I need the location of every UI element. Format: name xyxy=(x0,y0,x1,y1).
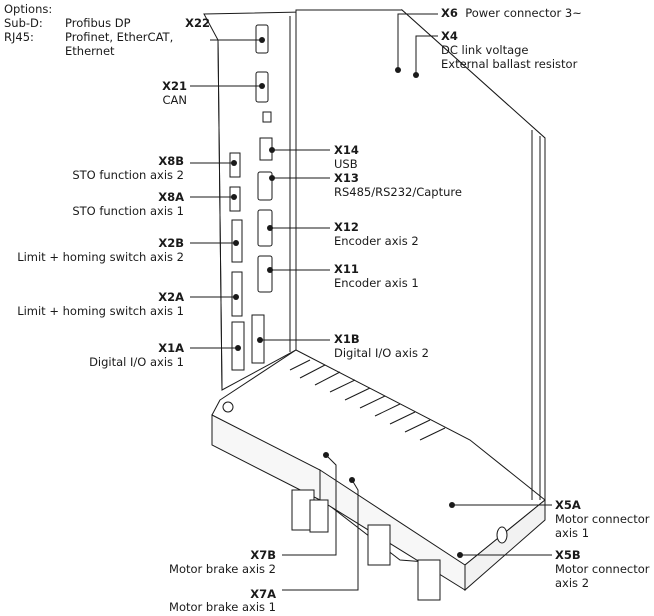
x5a-desc1: Motor connector xyxy=(555,512,650,526)
ground-screw xyxy=(222,401,234,413)
x14-code: X14 xyxy=(334,143,359,157)
x1b-code: X1B xyxy=(334,332,360,346)
x4-code: X4 xyxy=(441,29,458,43)
x1b-desc: Digital I/O axis 2 xyxy=(334,346,429,360)
options-subd-value: Profibus DP xyxy=(65,16,131,30)
x5b-desc2: axis 2 xyxy=(555,576,590,590)
options-rj45-line1: Profinet, EtherCAT, xyxy=(65,30,174,44)
options-rj45-line2: Ethernet xyxy=(65,44,115,58)
x12-desc: Encoder axis 2 xyxy=(334,234,419,248)
leader-dots xyxy=(231,37,463,558)
options-rj45-label: RJ45: xyxy=(4,30,34,44)
vent-slots xyxy=(289,359,446,441)
x12-code: X12 xyxy=(334,220,359,234)
x8a-desc: STO function axis 1 xyxy=(72,204,184,218)
x2b-desc: Limit + homing switch axis 2 xyxy=(17,250,184,264)
x11-desc: Encoder axis 1 xyxy=(334,276,419,290)
x21-desc: CAN xyxy=(162,93,188,107)
x6-code: X6 xyxy=(441,6,458,20)
x22-label: X22 xyxy=(185,17,210,30)
x5a-desc2: axis 1 xyxy=(555,526,590,540)
x8a-code: X8A xyxy=(158,190,184,204)
device-outline xyxy=(203,8,546,592)
x13-code: X13 xyxy=(334,171,359,185)
x5a-code: X5A xyxy=(555,498,581,512)
x8b-desc: STO function axis 2 xyxy=(72,168,184,182)
x2a-code: X2A xyxy=(158,290,184,304)
options-subd-label: Sub-D: xyxy=(4,16,43,30)
options-heading: Options: xyxy=(4,2,53,16)
x5b-desc1: Motor connector xyxy=(555,562,650,576)
x14-desc: USB xyxy=(334,157,358,171)
x7b-desc: Motor brake axis 2 xyxy=(169,562,276,576)
x4-desc2: External ballast resistor xyxy=(441,57,578,71)
x7a-desc: Motor brake axis 1 xyxy=(169,600,276,614)
x4-desc1: DC link voltage xyxy=(441,43,529,57)
x2b-code: X2B xyxy=(158,236,184,250)
x6-desc: Power connector 3~ xyxy=(465,6,582,20)
x11-code: X11 xyxy=(334,262,359,276)
x6-label: X6 Power connector 3~ xyxy=(441,7,582,20)
x7b-code: X7B xyxy=(250,548,276,562)
x13-desc: RS485/RS232/Capture xyxy=(334,185,462,199)
mount-hole xyxy=(496,526,508,544)
x2a-desc: Limit + homing switch axis 1 xyxy=(17,304,184,318)
x8b-code: X8B xyxy=(158,154,184,168)
panel-edges xyxy=(217,10,541,500)
leader-lines xyxy=(190,13,552,591)
x1a-code: X1A xyxy=(158,341,184,355)
x7a-code: X7A xyxy=(250,587,276,601)
x1a-desc: Digital I/O axis 1 xyxy=(89,355,184,369)
x22-code: X22 xyxy=(185,16,210,30)
brake-clips xyxy=(291,489,441,601)
x21-code: X21 xyxy=(162,79,187,93)
x5b-code: X5B xyxy=(555,548,581,562)
